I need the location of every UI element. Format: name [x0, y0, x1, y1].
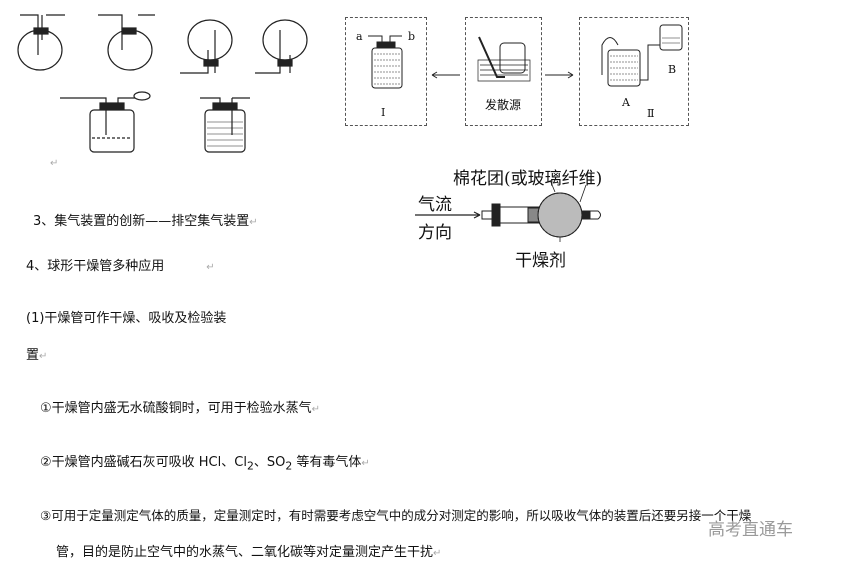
flask-4	[255, 19, 308, 74]
diagram-box-source	[465, 17, 542, 126]
diagram-box-I	[345, 17, 427, 126]
item-2: ②干燥管内盛碱石灰可吸收 HCl、Cl2、SO2 等有毒气体↵	[40, 455, 370, 473]
apparatus-II-diagram	[601, 24, 683, 87]
arrow-right-icon	[545, 71, 574, 79]
item-3-line2: 管，目的是防止空气中的水蒸气、二氧化碳等对定量测定产生干扰↵	[56, 545, 442, 560]
heading-4: 4、球形干燥管多种应用↵	[26, 259, 215, 274]
item-1: ①干燥管内盛无水硫酸铜时，可用于检验水蒸气↵	[40, 401, 321, 416]
heading-3: 3、集气装置的创新——排空集气装置↵	[33, 214, 258, 229]
flask-2	[98, 14, 155, 71]
bottle-1	[60, 91, 151, 153]
gas-source-diagram	[477, 36, 531, 82]
watermark: 高考直通车	[708, 520, 793, 540]
paragraph-1-line2: 置↵	[26, 348, 48, 363]
drying-tube-diagram	[415, 180, 601, 242]
gas-bottle-I-diagram	[368, 35, 403, 89]
paragraph-mark: ↵	[50, 158, 59, 169]
bottle-2	[200, 97, 250, 153]
gas-collection-apparatus-diagrams	[17, 14, 308, 153]
flask-1	[17, 14, 65, 71]
arrow-left-icon	[431, 71, 460, 79]
flow-label-1: 气流	[418, 195, 452, 215]
label-a: a	[356, 30, 363, 43]
diagram-box-II	[579, 17, 689, 126]
cotton-label: 棉花团(或玻璃纤维)	[453, 169, 603, 189]
source-label: 发散源	[485, 98, 522, 112]
item-3-line1: ③可用于定量测定气体的质量，定量测定时，有时需要考虑空气中的成分对测定的影响，所…	[40, 508, 752, 523]
label-B: B	[668, 63, 677, 76]
label-A: A	[622, 96, 630, 109]
flask-3	[180, 19, 233, 74]
desiccant-label: 干燥剂	[515, 251, 566, 271]
paragraph-1-line1: (1)干燥管可作干燥、吸收及检验装	[26, 311, 227, 326]
label-b: b	[408, 30, 416, 43]
label-I: I	[381, 106, 386, 119]
flow-label-2: 方向	[418, 223, 452, 243]
label-II: Ⅱ	[647, 107, 655, 120]
